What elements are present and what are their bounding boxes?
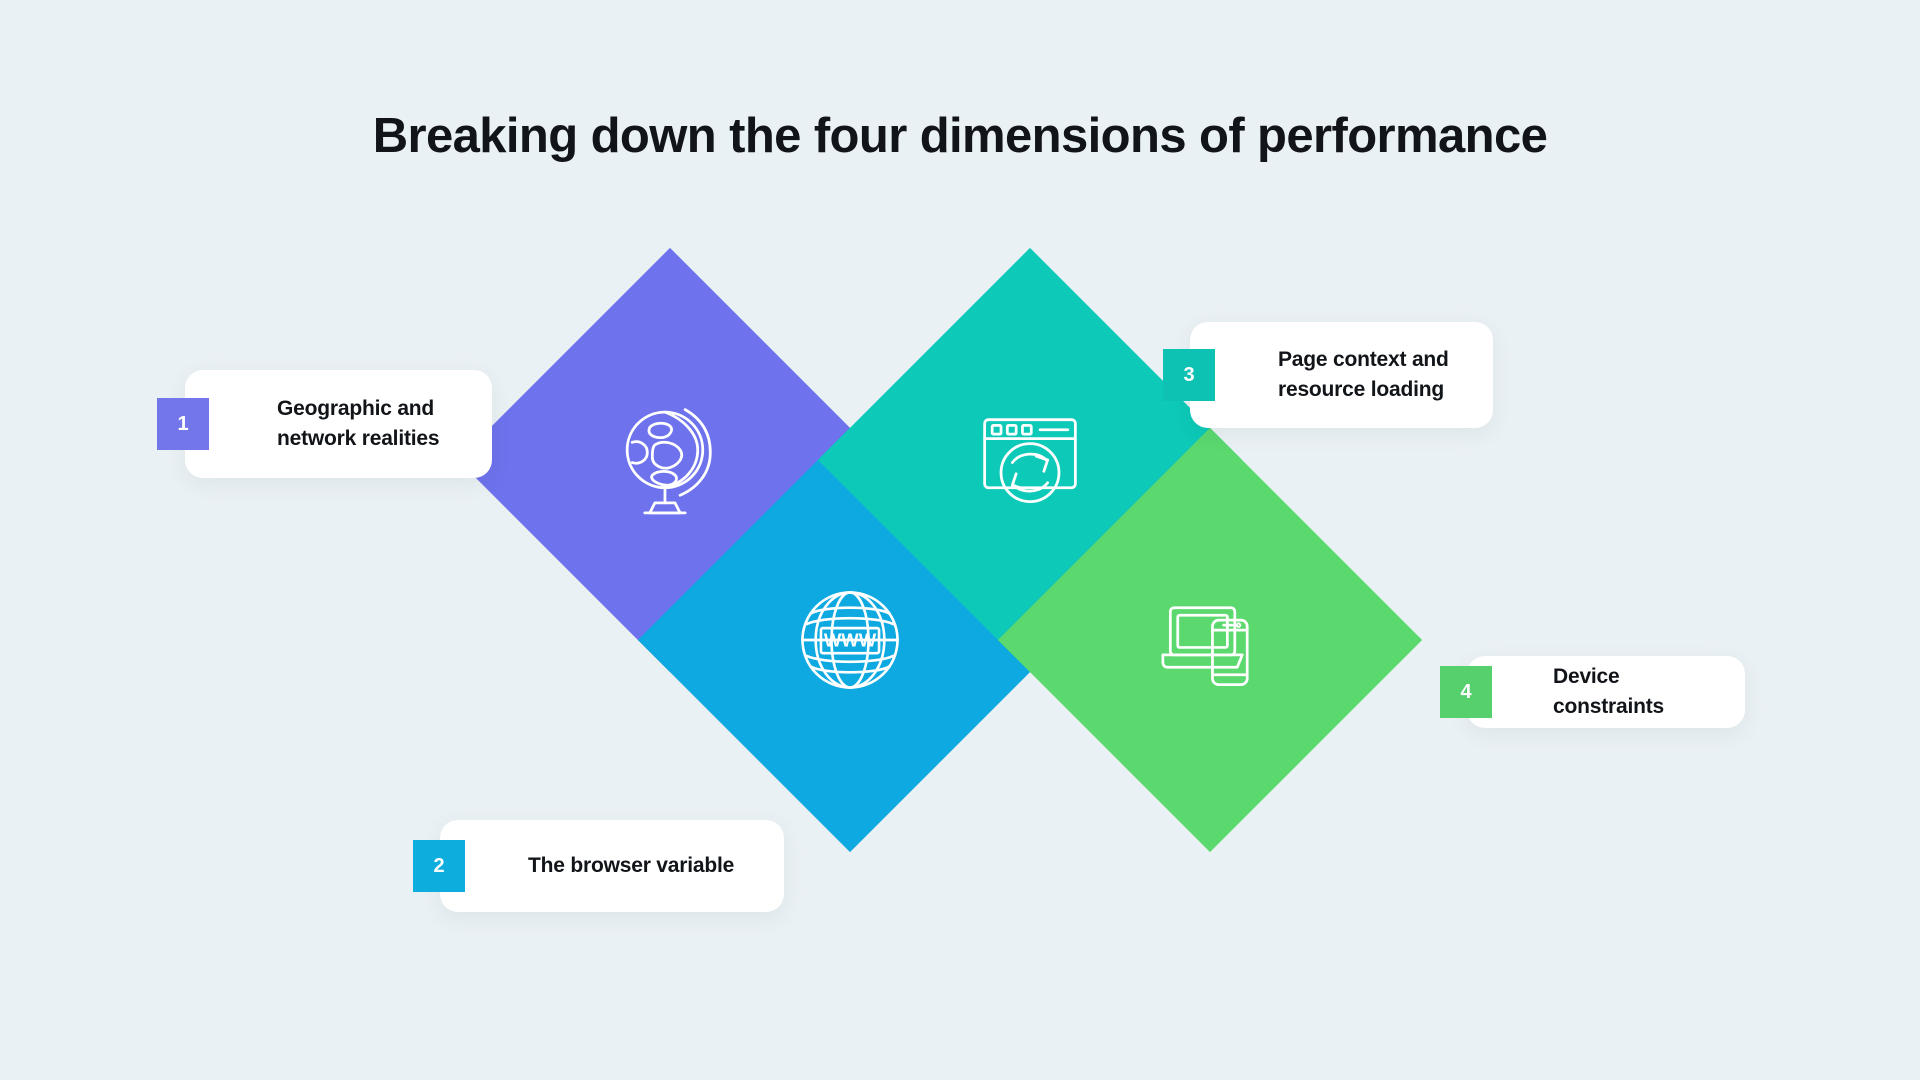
label-card-2[interactable]: 2 The browser variable xyxy=(413,820,784,912)
badge-number-3: 3 xyxy=(1183,363,1195,386)
label-text-1: Geographic and network realities xyxy=(277,394,440,454)
page-title: Breaking down the four dimensions of per… xyxy=(372,109,1548,163)
label-text-4: Device constraints xyxy=(1553,662,1729,722)
label-line-1a: Geographic and xyxy=(277,397,435,421)
diamond-cluster: WWW xyxy=(457,247,1423,900)
label-line-3a: Page context and xyxy=(1278,348,1449,372)
badge-number-1: 1 xyxy=(177,412,189,435)
badge-3: 3 xyxy=(1163,349,1215,401)
tile-page-context[interactable] xyxy=(817,247,1243,673)
label-text-2: The browser variable xyxy=(528,851,734,881)
label-card-1[interactable]: 1 Geographic and network realities xyxy=(157,370,492,478)
badge-1: 1 xyxy=(157,398,209,450)
badge-2: 2 xyxy=(413,840,465,892)
label-text-3: Page context and resource loading xyxy=(1278,345,1449,405)
label-card-3[interactable]: 3 Page context and resource loading xyxy=(1163,322,1493,428)
browser-refresh-icon xyxy=(955,385,1105,535)
label-line-4a: Device constraints xyxy=(1553,665,1664,718)
tile-browser[interactable]: WWW xyxy=(637,427,1063,853)
label-line-2a: The browser variable xyxy=(528,854,735,878)
www-globe-icon: WWW xyxy=(775,565,925,715)
tile-geographic[interactable] xyxy=(457,247,883,673)
tile-device[interactable] xyxy=(997,427,1423,853)
badge-4: 4 xyxy=(1440,666,1492,718)
badge-number-4: 4 xyxy=(1460,680,1472,703)
svg-text:WWW: WWW xyxy=(824,630,877,651)
desk-globe-icon xyxy=(595,385,745,535)
label-line-1b: network realities xyxy=(277,427,440,450)
laptop-phone-icon xyxy=(1135,565,1285,715)
label-card-4[interactable]: 4 Device constraints xyxy=(1440,656,1745,728)
badge-number-2: 2 xyxy=(433,854,445,877)
label-line-3b: resource loading xyxy=(1278,378,1445,401)
